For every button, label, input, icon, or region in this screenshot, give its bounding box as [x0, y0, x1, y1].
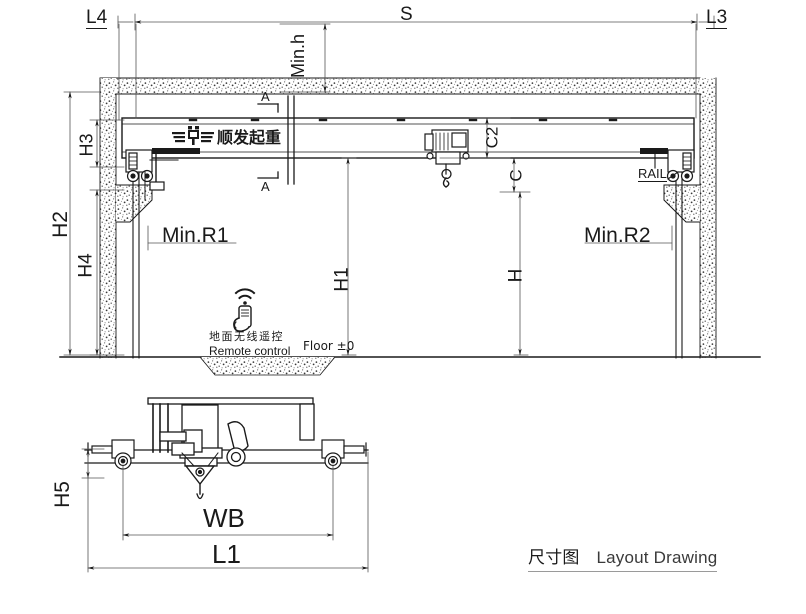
dim-label-H5: H5	[50, 481, 74, 508]
remote-control-icon	[233, 288, 256, 332]
bottom-left-wheel	[87, 439, 135, 470]
left-corbel	[115, 184, 153, 223]
dim-label-S: S	[400, 4, 413, 25]
ceiling-slab	[99, 77, 701, 95]
electric-hoist-elevation	[424, 129, 470, 188]
runway-rail-left	[132, 147, 140, 359]
dim-label-H1: H1	[331, 267, 353, 292]
left-wall	[99, 77, 117, 359]
main-girder	[121, 117, 695, 159]
section-mark-a-top: A	[261, 89, 270, 104]
right-end-carriage	[640, 148, 695, 183]
drawing-title-en: Layout Drawing	[596, 548, 718, 567]
right-wall	[699, 77, 717, 359]
dim-label-H3: H3	[76, 133, 97, 157]
section-mark-a-bottom: A	[261, 179, 270, 194]
rail-label: RAIL	[638, 166, 667, 182]
dim-label-H4: H4	[75, 253, 97, 278]
dim-label-H: H	[505, 268, 527, 283]
dim-label-min-h: Min.h	[288, 33, 309, 79]
dim-label-C: C	[506, 169, 526, 182]
dim-label-min-R2: Min.R2	[584, 224, 651, 247]
section-marks	[257, 95, 295, 185]
rail-leader	[667, 171, 679, 180]
brand-emblem-icon	[172, 126, 214, 145]
bottom-right-wheel	[321, 439, 367, 470]
drawing-title: 尺寸图 Layout Drawing	[528, 543, 718, 572]
runway-rail-right	[675, 147, 683, 359]
brand-logo-text: 顺发起重	[217, 128, 282, 147]
brand-logo: 顺发起重	[172, 124, 281, 148]
remote-control-label-cn: 地面无线遥控	[209, 330, 284, 343]
bottom-view	[81, 397, 369, 573]
dim-label-L1: L1	[212, 539, 241, 569]
floor-level-label: Floor ±0	[303, 339, 355, 353]
dim-label-L4: L4	[86, 7, 108, 29]
dim-label-WB: WB	[203, 503, 245, 533]
bottom-trolley	[159, 404, 249, 500]
dim-label-L3: L3	[706, 7, 728, 29]
dim-label-C2: C2	[482, 126, 502, 149]
floor-slab	[59, 356, 761, 376]
drawing-title-cn: 尺寸图	[528, 548, 580, 568]
left-end-carriage	[125, 148, 200, 201]
remote-control-label-en: Remote control	[209, 344, 291, 358]
dim-label-min-R1: Min.R1	[162, 224, 229, 247]
dim-label-H2: H2	[48, 211, 72, 238]
